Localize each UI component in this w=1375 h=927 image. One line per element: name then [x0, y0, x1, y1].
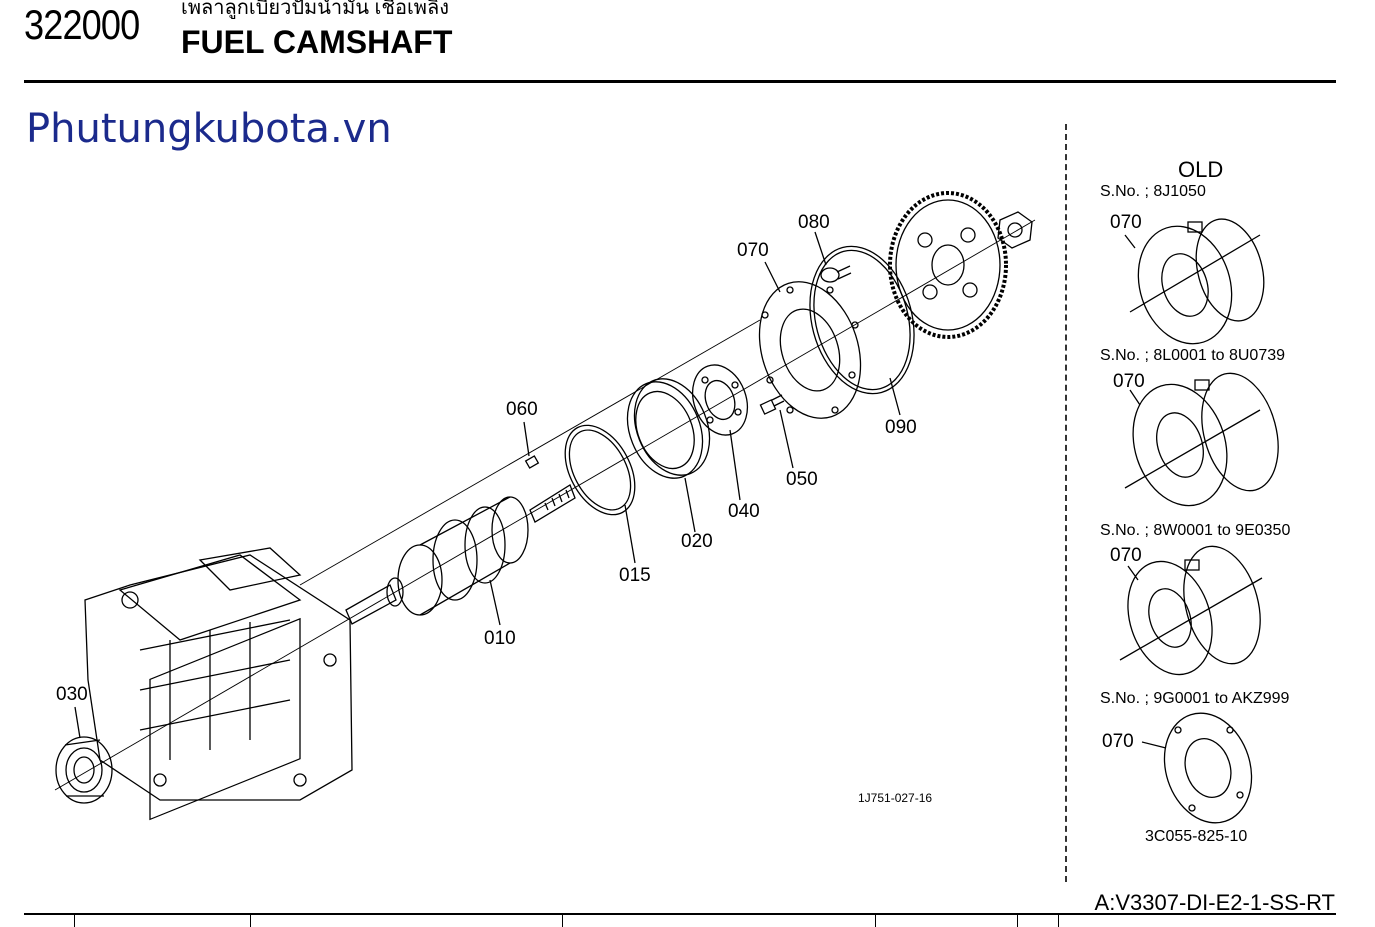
oring-090	[809, 245, 915, 395]
oring-015	[564, 424, 636, 516]
table-col-divider	[562, 915, 563, 927]
label-030: 030	[56, 684, 88, 705]
gear-case-housing	[84, 547, 353, 821]
bearing-030	[55, 736, 113, 804]
old-variant-3-drawing	[1119, 545, 1263, 676]
label-015: 015	[619, 565, 651, 586]
footer-divider	[24, 913, 1336, 915]
table-col-divider	[250, 915, 251, 927]
flange-plate-070	[758, 281, 862, 419]
axis-line	[54, 219, 1036, 791]
title-thai: เพลาลูกเบี้ยวปั๊มน้ำมัน เชื้อเพลิง	[181, 0, 450, 19]
old-label-070-3: 070	[1110, 545, 1142, 566]
model-code: A:V3307-DI-E2-1-SS-RT	[1094, 890, 1335, 915]
label-010: 010	[484, 628, 516, 649]
panel-separator	[1065, 124, 1067, 882]
old-drawing-number: 3C055-825-10	[1145, 828, 1247, 845]
old-serial-3: S.No. ; 8W0001 to 9E0350	[1100, 522, 1290, 539]
label-090: 090	[885, 417, 917, 438]
cam-gear	[888, 191, 1008, 339]
watermark-text: Phutungkubota.vn	[26, 106, 392, 152]
plate-040	[691, 364, 749, 436]
drawing-number: 1J751-027-16	[858, 791, 932, 805]
label-070: 070	[737, 240, 769, 261]
page-title: FUEL CAMSHAFT	[181, 24, 453, 60]
old-label-070-2: 070	[1113, 371, 1145, 392]
nut	[997, 211, 1033, 249]
old-label-070-1: 070	[1110, 212, 1142, 233]
old-variant-2-drawing	[1124, 372, 1279, 507]
table-col-divider	[74, 915, 75, 927]
label-080: 080	[798, 212, 830, 233]
label-060: 060	[506, 399, 538, 420]
table-col-divider	[1017, 915, 1018, 927]
old-serial-4: S.No. ; 9G0001 to AKZ999	[1100, 690, 1290, 707]
bearing-020	[626, 378, 711, 479]
old-panel-title: OLD	[1178, 157, 1223, 182]
screw-080	[820, 265, 852, 283]
old-variant-1-drawing	[1124, 218, 1265, 345]
label-040: 040	[728, 501, 760, 522]
section-code: 322000	[24, 1, 140, 48]
table-col-divider	[875, 915, 876, 927]
header-divider	[24, 80, 1336, 83]
old-variant-4-drawing	[1141, 712, 1253, 824]
old-serial-1: S.No. ; 8J1050	[1100, 183, 1206, 200]
key-060	[524, 455, 540, 469]
old-label-070-4: 070	[1102, 731, 1134, 752]
label-050: 050	[786, 469, 818, 490]
old-serial-2: S.No. ; 8L0001 to 8U0739	[1100, 347, 1285, 364]
label-020: 020	[681, 531, 713, 552]
camshaft-010	[345, 484, 576, 625]
table-col-divider	[1058, 915, 1059, 927]
